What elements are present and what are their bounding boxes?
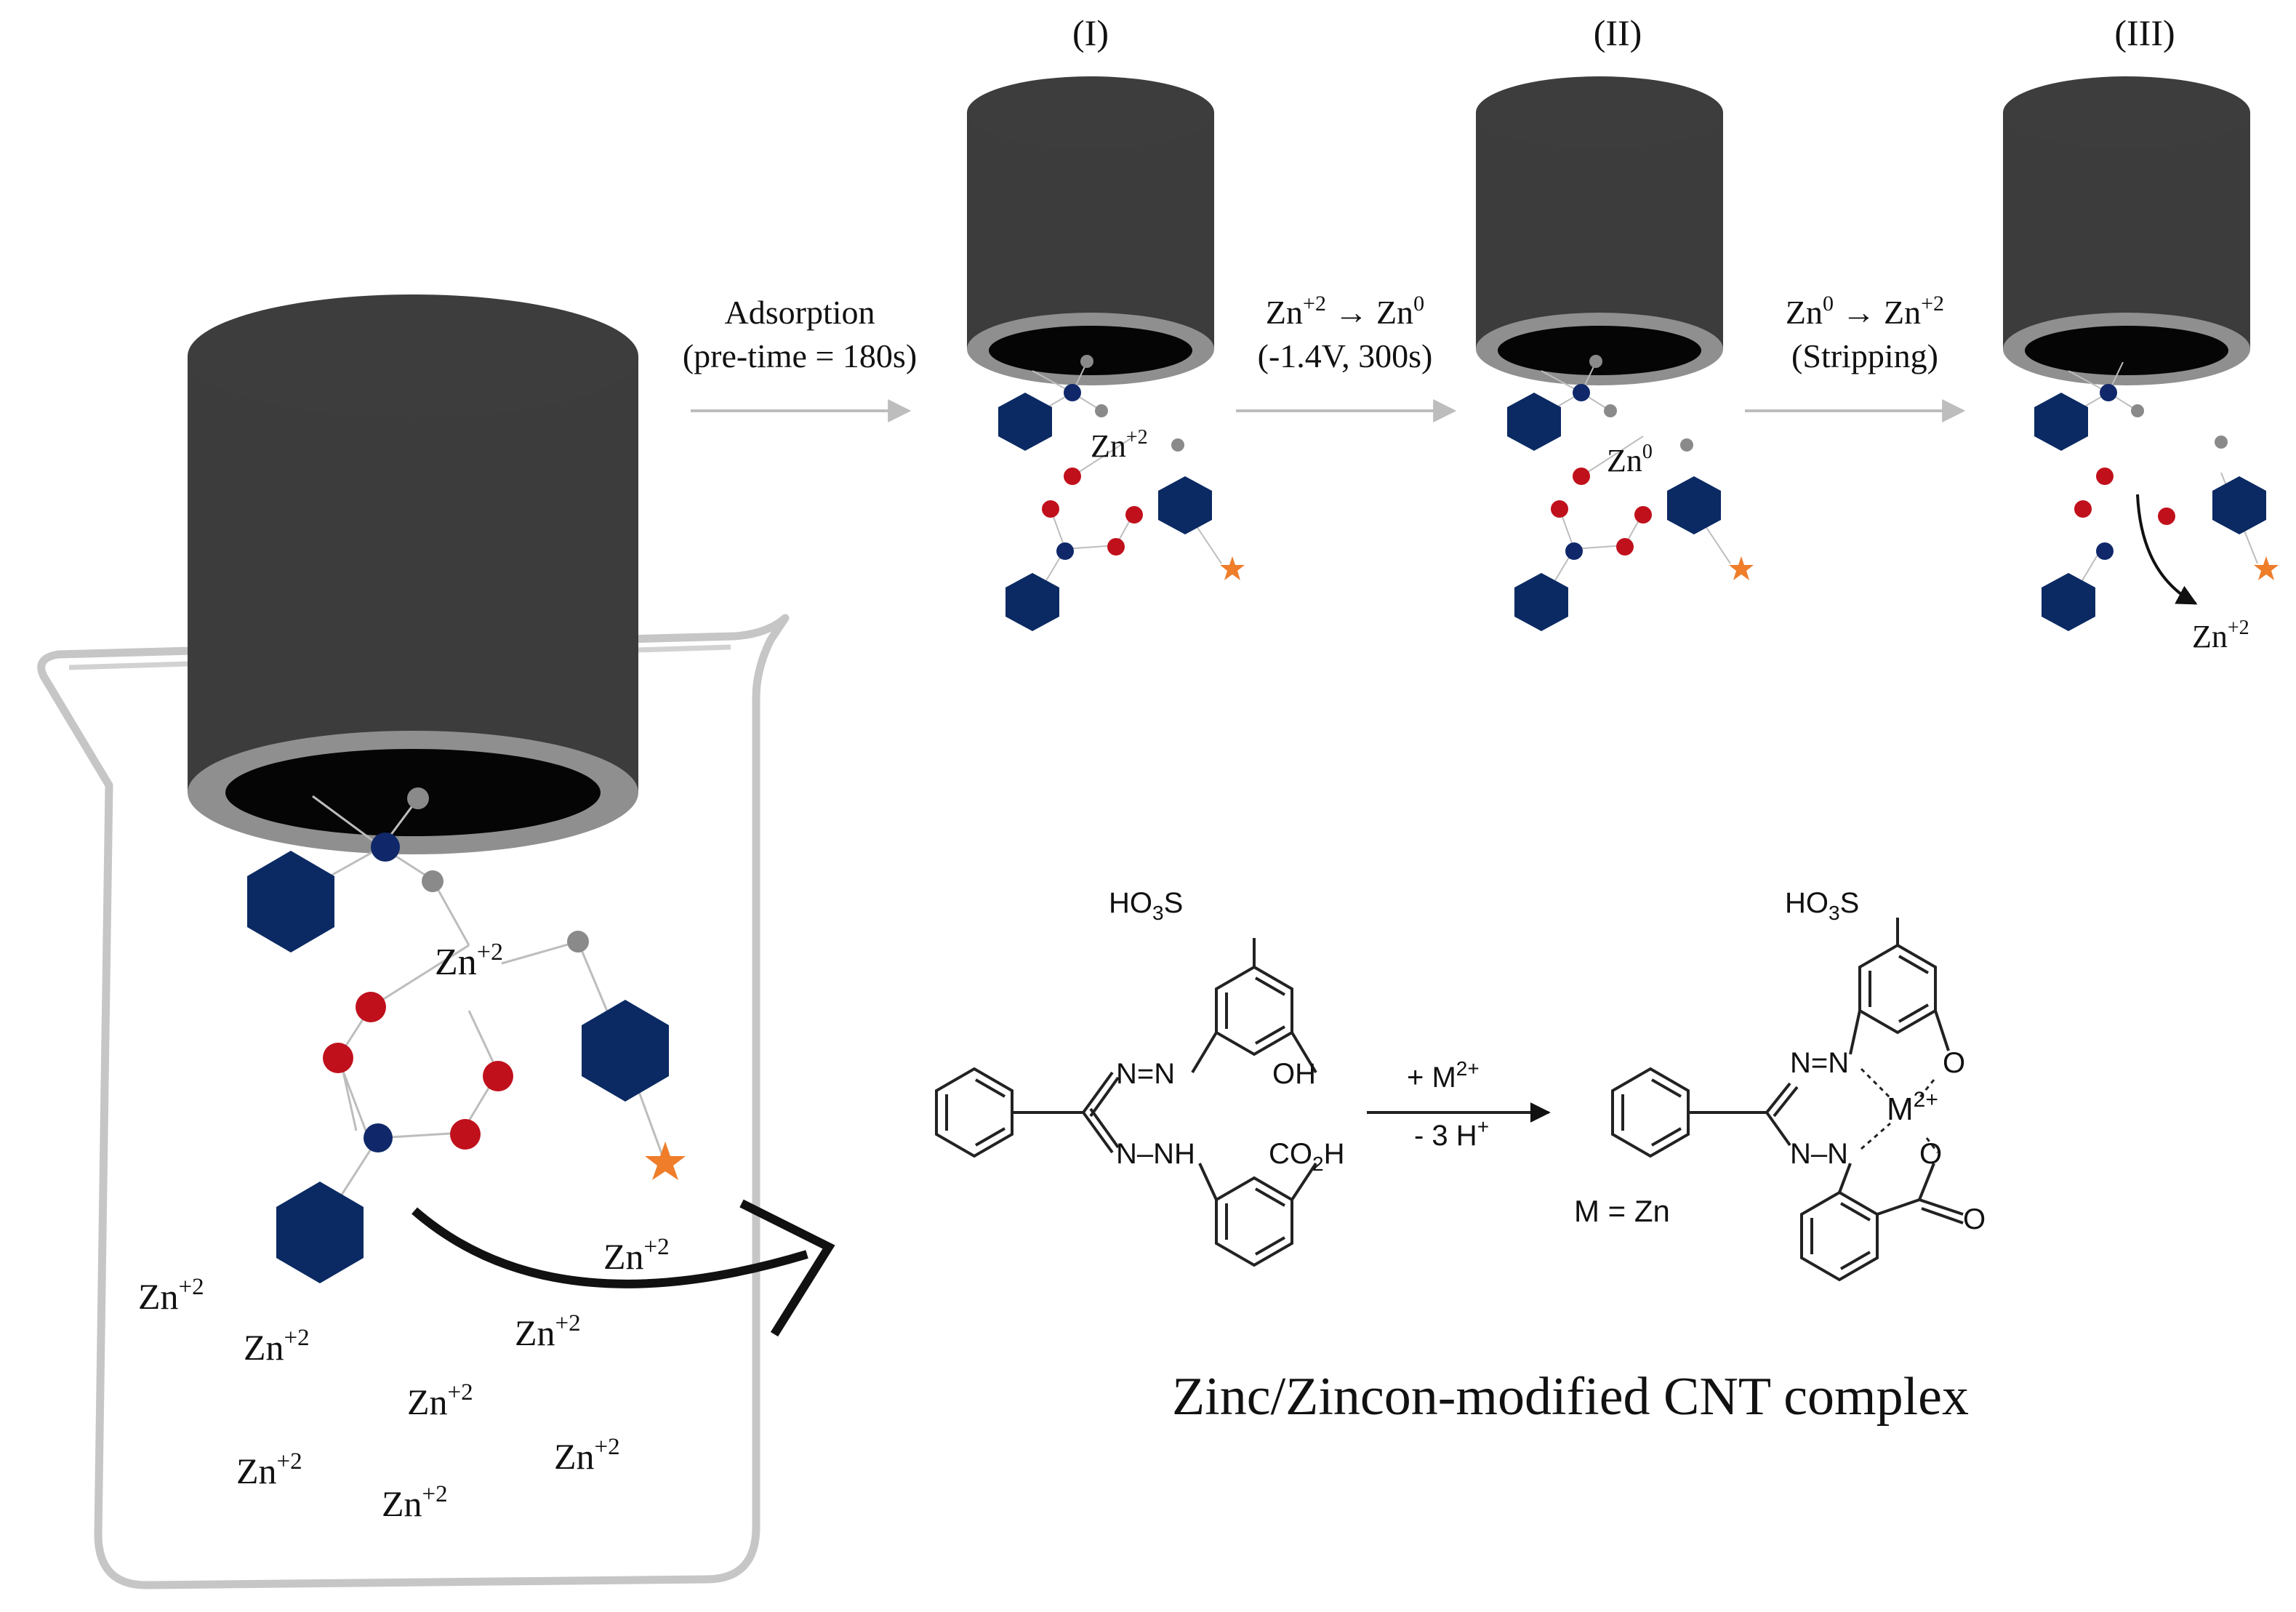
step-arrow-reduction: Zn+2 → Zn0 (-1.4V, 300s) — [1236, 292, 1457, 422]
star-icon — [645, 1142, 686, 1180]
step-label: (II) — [1594, 12, 1642, 53]
step-label: (I) — [1072, 12, 1109, 53]
svg-text:Zn+2: Zn+2 — [1091, 426, 1148, 464]
step-label: (III) — [2114, 12, 2175, 53]
release-arrow — [412, 1199, 835, 1337]
svg-text:Zn+2: Zn+2 — [2192, 617, 2249, 654]
svg-text:HO3S: HO3S — [1109, 887, 1183, 924]
beaker-ion: Zn+2 — [603, 1234, 670, 1277]
beaker-ion: Zn+2 — [554, 1434, 620, 1477]
svg-text:N=N: N=N — [1790, 1047, 1849, 1079]
svg-text:(-1.4V, 300s): (-1.4V, 300s) — [1258, 337, 1433, 374]
svg-text:N–N: N–N — [1790, 1138, 1848, 1170]
beaker-ions: Zn+2 Zn+2 Zn+2 Zn+2 Zn+2 Zn+2 Zn+2 Zn+2 — [138, 1234, 670, 1524]
beaker-ion: Zn+2 — [244, 1325, 310, 1368]
star-icon — [1729, 556, 1754, 580]
step-arrow-adsorption: Adsorption (pre-time = 180s) — [683, 294, 917, 422]
step-3: (III) Zn+2 — [2003, 12, 2279, 654]
step-2: (II) Zn0 — [1476, 12, 1754, 631]
large-molecule-zn-label: Zn+2 — [435, 939, 503, 983]
svg-text:O: O — [1919, 1138, 1942, 1170]
svg-text:O: O — [1963, 1203, 1986, 1235]
beaker-ion: Zn+2 — [138, 1274, 204, 1317]
beaker-ion: Zn+2 — [382, 1481, 448, 1524]
svg-text:CO2H: CO2H — [1269, 1138, 1344, 1175]
beaker-ion: Zn+2 — [515, 1310, 581, 1353]
star-icon — [1220, 556, 1245, 580]
svg-text:Adsorption: Adsorption — [725, 294, 875, 331]
reaction-labels: HO3S N=N OH N–NH CO2H + M2+ - 3 H+ HO3S … — [1109, 887, 1986, 1235]
step-arrow-stripping: Zn0 → Zn+2 (Stripping) — [1745, 292, 1966, 422]
svg-text:N–NH: N–NH — [1116, 1138, 1195, 1170]
svg-text:HO3S: HO3S — [1785, 887, 1859, 924]
svg-text:M = Zn: M = Zn — [1574, 1194, 1670, 1228]
svg-text:M2+: M2+ — [1887, 1088, 1938, 1127]
svg-text:OH: OH — [1272, 1058, 1316, 1090]
large-electrode — [188, 294, 638, 854]
large-zincon-molecule: Zn+2 — [247, 787, 686, 1283]
star-icon — [2254, 556, 2279, 580]
svg-text:Zn+2 → Zn0: Zn+2 → Zn0 — [1266, 292, 1424, 331]
svg-text:(pre-time = 180s): (pre-time = 180s) — [683, 337, 917, 374]
svg-text:Zn0 → Zn+2: Zn0 → Zn+2 — [1786, 292, 1944, 331]
reaction-scheme — [935, 918, 1964, 1282]
beaker-ion: Zn+2 — [407, 1379, 473, 1422]
step-1: (I) Zn+2 — [967, 12, 1245, 631]
svg-text:Zn0: Zn0 — [1607, 441, 1653, 478]
beaker-ion: Zn+2 — [236, 1448, 302, 1491]
svg-text:- 3 H+: - 3 H+ — [1414, 1115, 1489, 1152]
release-arrow-small — [2136, 494, 2198, 605]
svg-text:O: O — [1943, 1047, 1965, 1079]
svg-text:(Stripping): (Stripping) — [1791, 337, 1938, 374]
caption: Zinc/Zincon-modified CNT complex — [1172, 1367, 1969, 1427]
svg-text:+ M2+: + M2+ — [1407, 1057, 1480, 1094]
svg-text:N=N: N=N — [1116, 1058, 1175, 1090]
